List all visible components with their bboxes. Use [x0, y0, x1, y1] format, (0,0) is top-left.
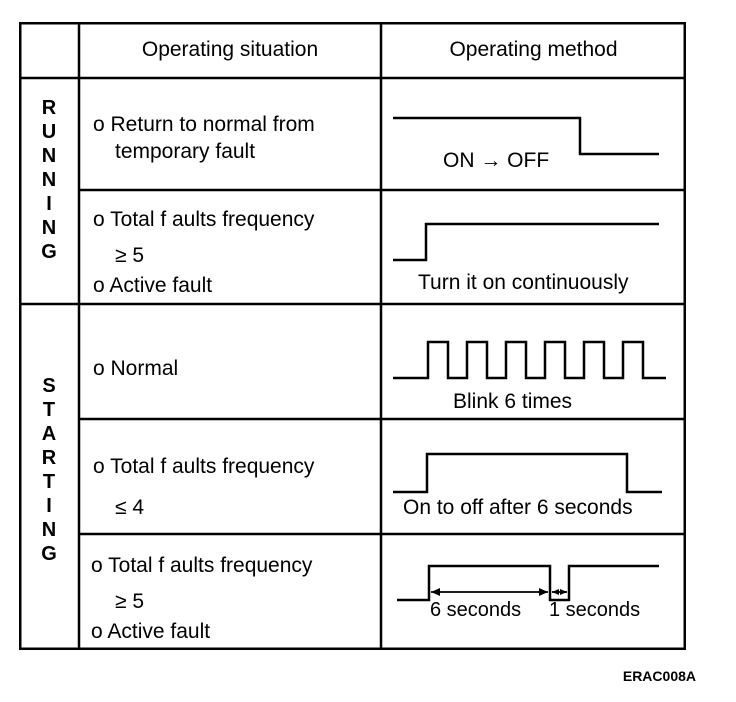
figure-code: ERAC008A [622, 668, 696, 684]
row-4-situation: o Total f aults frequency ≤ 4 [93, 455, 315, 519]
table-grid [19, 22, 686, 650]
row-5-situation: o Total f aults frequency ≥ 5 o Active f… [91, 554, 313, 643]
row-1-situation: o Return to normal from temporary fault [93, 113, 315, 163]
row-2-method: Turn it on continuously [418, 271, 629, 294]
row-3-situation: o Normal [93, 357, 179, 380]
row-1-method: ON → OFF [443, 149, 550, 172]
row-3-method: Blink 6 times [453, 390, 573, 413]
row-5-method-on: 6 seconds [430, 599, 522, 621]
signal-blink [393, 340, 666, 380]
signal-delay-off [393, 452, 662, 494]
row-5-method-off: 1 seconds [549, 599, 641, 621]
row-4-method: On to off after 6 seconds [403, 496, 633, 519]
header-situation: Operating situation [141, 38, 319, 61]
signal-continuous [393, 222, 659, 262]
header-method: Operating method [449, 38, 618, 61]
row-2-situation: o Total f aults frequency ≥ 5 o Active f… [93, 208, 315, 297]
signal-on-off [393, 116, 659, 156]
signal-timed-cycle [397, 564, 659, 602]
